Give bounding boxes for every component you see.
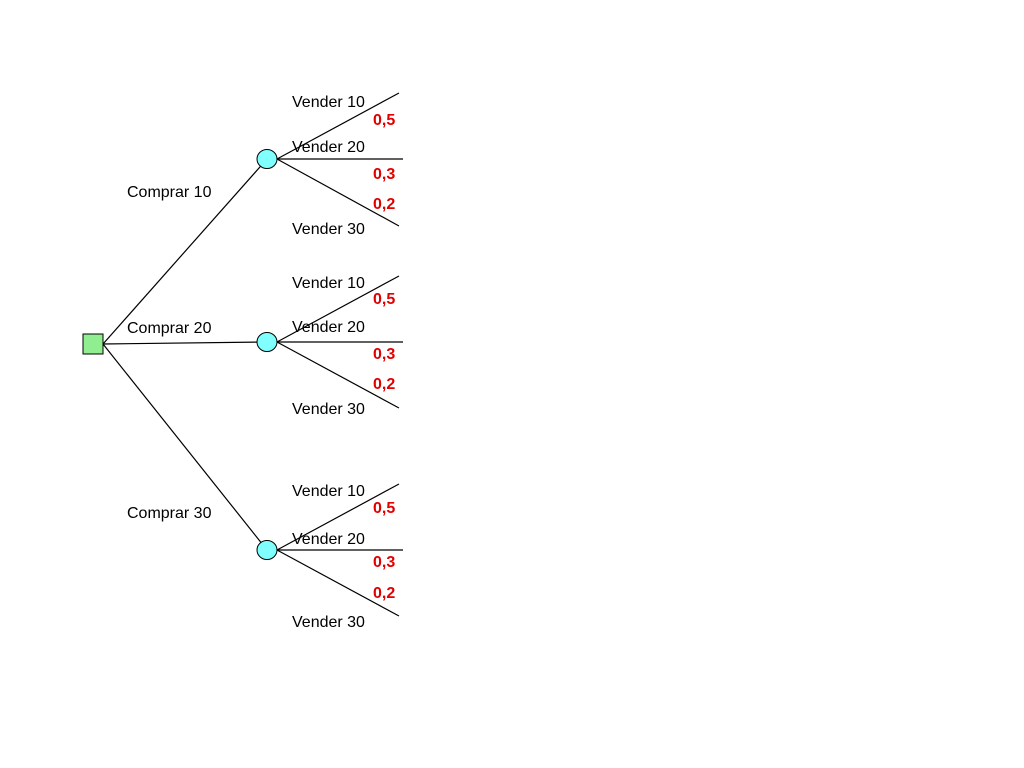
outcome-label-c20-vender-30: Vender 30 (292, 401, 365, 418)
outcome-label-c30-vender-10: Vender 10 (292, 483, 365, 500)
probability-c30-vender-20: 0,3 (373, 554, 395, 571)
probability-c20-vender-20: 0,3 (373, 346, 395, 363)
edge-c10-vender-30 (276, 158, 400, 227)
chance-node-comprar-10 (256, 149, 278, 169)
probability-c30-vender-10: 0,5 (373, 500, 395, 517)
edge-c30-vender-30 (276, 549, 400, 617)
outcome-label-c20-vender-20: Vender 20 (292, 319, 365, 336)
edge-c20-vender-10 (276, 275, 400, 343)
probability-c10-vender-30: 0,2 (373, 196, 395, 213)
outcome-label-c20-vender-10: Vender 10 (292, 275, 365, 292)
option-label-comprar-30: Comprar 30 (127, 505, 212, 522)
edge-comprar-30 (102, 343, 268, 551)
option-label-comprar-20: Comprar 20 (127, 320, 212, 337)
outcome-label-c10-vender-10: Vender 10 (292, 94, 365, 111)
edge-c30-vender-10 (276, 483, 400, 551)
outcome-label-c30-vender-20: Vender 20 (292, 531, 365, 548)
edge-c10-vender-10 (276, 92, 400, 160)
chance-node-comprar-30 (256, 540, 278, 560)
chance-node-comprar-20 (256, 332, 278, 352)
outcome-label-c10-vender-20: Vender 20 (292, 139, 365, 156)
option-label-comprar-10: Comprar 10 (127, 184, 212, 201)
outcome-label-c30-vender-30: Vender 30 (292, 614, 365, 631)
probability-c30-vender-30: 0,2 (373, 585, 395, 602)
probability-c10-vender-10: 0,5 (373, 112, 395, 129)
outcome-label-c10-vender-30: Vender 30 (292, 221, 365, 238)
decision-node (82, 333, 104, 355)
edge-comprar-20 (102, 341, 268, 345)
probability-c10-vender-20: 0,3 (373, 166, 395, 183)
edge-c20-vender-30 (276, 341, 400, 409)
edge-comprar-10 (102, 158, 268, 345)
probability-c20-vender-10: 0,5 (373, 291, 395, 308)
probability-c20-vender-30: 0,2 (373, 376, 395, 393)
